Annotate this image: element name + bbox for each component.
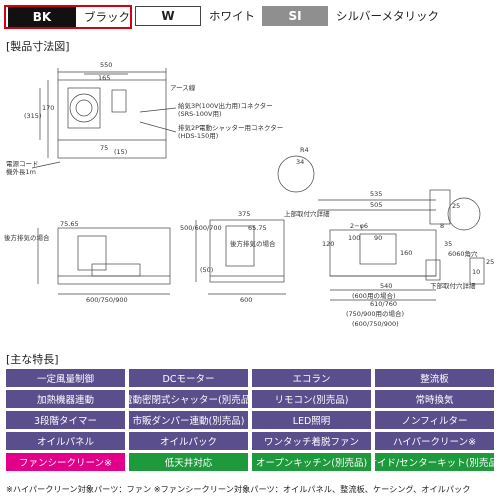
feature-item: エコラン bbox=[252, 369, 371, 387]
front-view-outline bbox=[57, 227, 171, 285]
feature-item: 常時換気 bbox=[375, 390, 494, 408]
feature-item: LED照明 bbox=[252, 411, 371, 429]
dim-7565: 75.65 bbox=[60, 220, 79, 228]
dim-75: 75 bbox=[100, 144, 108, 152]
dim-750-note: (750/900用の場合) bbox=[346, 309, 404, 318]
color-option-silver[interactable]: SI シルバーメタリック bbox=[262, 5, 439, 27]
dimension-drawing: 550 165 アース線 (315) 170 75 給気3P(100V出力用)コ… bbox=[0, 50, 500, 335]
dim-15: (15) bbox=[114, 148, 127, 156]
right-view-outline bbox=[329, 229, 437, 277]
dim-315: (315) bbox=[24, 112, 41, 120]
feature-item: 整流板 bbox=[375, 369, 494, 387]
feature-item: 3段階タイマー bbox=[6, 411, 125, 429]
label-square-hole: 6060角穴 bbox=[448, 249, 478, 258]
label-conn-2b: (HDS-150用) bbox=[178, 132, 218, 140]
dim-600: 600 bbox=[240, 296, 252, 304]
dim-front: (600/750/900) bbox=[352, 320, 399, 328]
side-view-outline bbox=[209, 219, 285, 283]
color-options: BK ブラック W ホワイト SI シルバーメタリック bbox=[4, 5, 496, 29]
dim-90: 90 bbox=[374, 234, 382, 242]
dim-375: 375 bbox=[238, 210, 250, 218]
feature-item: オイルパック bbox=[129, 432, 248, 450]
feature-item: オープンキッチン(別売品) bbox=[252, 453, 371, 471]
color-code-si: SI bbox=[262, 6, 328, 26]
feature-item: ファンシークリーン※ bbox=[6, 453, 125, 471]
feature-item: オイルパネル bbox=[6, 432, 125, 450]
dim-165: 165 bbox=[98, 74, 110, 82]
dim-34: 34 bbox=[296, 158, 304, 166]
dim-120: 120 bbox=[322, 240, 334, 248]
color-option-black[interactable]: BK ブラック bbox=[4, 5, 132, 29]
dim-8: 8 bbox=[440, 222, 444, 230]
color-code-bk: BK bbox=[8, 7, 76, 27]
dim-535: 535 bbox=[370, 190, 382, 198]
dim-600-note: (600用の場合) bbox=[352, 291, 395, 300]
dim-100: 100 bbox=[348, 234, 360, 242]
feature-item: サイド/センターキット(別売品) bbox=[375, 453, 494, 471]
dim-50: (50) bbox=[200, 266, 213, 274]
feature-grid: 一定風量制御 DCモーター エコラン 整流板 加熱機器連動 電動密閉式シャッター… bbox=[6, 369, 494, 471]
color-name-silver: シルバーメタリック bbox=[336, 9, 440, 23]
color-name-black: ブラック bbox=[84, 10, 130, 24]
label-conn-1a: 給気3P(100V出力用)コネクター bbox=[178, 101, 273, 110]
label-cord-length: 機外長1m bbox=[6, 167, 36, 176]
fan-outlet-top bbox=[69, 93, 99, 123]
feature-item: ノンフィルター bbox=[375, 411, 494, 429]
dim-550: 550 bbox=[100, 61, 112, 69]
color-name-white: ホワイト bbox=[209, 9, 255, 23]
dim-35: 35 bbox=[444, 240, 452, 248]
feature-item: 一定風量制御 bbox=[6, 369, 125, 387]
feature-footnote: ※ハイパークリーン対象パーツ：ファン ※ファンシークリーン対象パーツ：オイルパネ… bbox=[6, 484, 471, 494]
dim-505: 505 bbox=[370, 201, 382, 209]
feature-item: 市販ダンパー連動(別売品) bbox=[129, 411, 248, 429]
dim-25: 25 bbox=[452, 202, 460, 210]
duct-circle-a bbox=[277, 155, 315, 193]
label-conn-2a: 排気2P電動シャッター用コネクター bbox=[178, 123, 283, 132]
top-view-outline bbox=[57, 79, 167, 159]
label-earth: アース線 bbox=[170, 83, 196, 92]
label-side-exhaust: 後方排気の場合 bbox=[4, 233, 50, 242]
dim-6575: 65.75 bbox=[248, 224, 267, 232]
label-rear-exhaust: 後方排気の場合 bbox=[230, 239, 276, 248]
dimension-drawing-svg: 550 165 アース線 (315) 170 75 給気3P(100V出力用)コ… bbox=[4, 61, 494, 328]
drawing-title: [製品寸法図] bbox=[6, 40, 70, 53]
feature-item: リモコン(別売品) bbox=[252, 390, 371, 408]
dim-540: 540 bbox=[380, 282, 392, 290]
feature-item: 加熱機器連動 bbox=[6, 390, 125, 408]
color-option-white[interactable]: W ホワイト bbox=[135, 5, 255, 27]
feature-item: ワンタッチ着脱ファン bbox=[252, 432, 371, 450]
dim-height-range: 500/600/700 bbox=[180, 224, 222, 232]
features-title: [主な特長] bbox=[6, 353, 59, 366]
color-code-w: W bbox=[135, 6, 201, 26]
label-cord: 電源コード bbox=[6, 159, 39, 168]
feature-item: 電動密閉式シャッター(別売品) bbox=[129, 390, 248, 408]
dim-610: 610/760 bbox=[370, 300, 397, 308]
dim-r4: R4 bbox=[300, 146, 309, 154]
dim-25b: 25 bbox=[486, 258, 494, 266]
feature-item: 低天井対応 bbox=[129, 453, 248, 471]
label-conn-1b: (SRS-100V用) bbox=[178, 110, 222, 118]
dim-160: 160 bbox=[400, 249, 412, 257]
feature-item: ハイパークリーン※ bbox=[375, 432, 494, 450]
dim-10: 10 bbox=[472, 268, 480, 276]
feature-item: DCモーター bbox=[129, 369, 248, 387]
dim-width-range: 600/750/900 bbox=[86, 296, 128, 304]
duct-circle-b bbox=[447, 197, 481, 231]
label-top-mount: 上部取付穴詳細 bbox=[284, 209, 330, 218]
label-bottom-mount: 下部取付穴詳細 bbox=[430, 281, 476, 290]
dim-170: 170 bbox=[42, 104, 54, 112]
dim-2x6: 2−φ6 bbox=[350, 222, 368, 230]
